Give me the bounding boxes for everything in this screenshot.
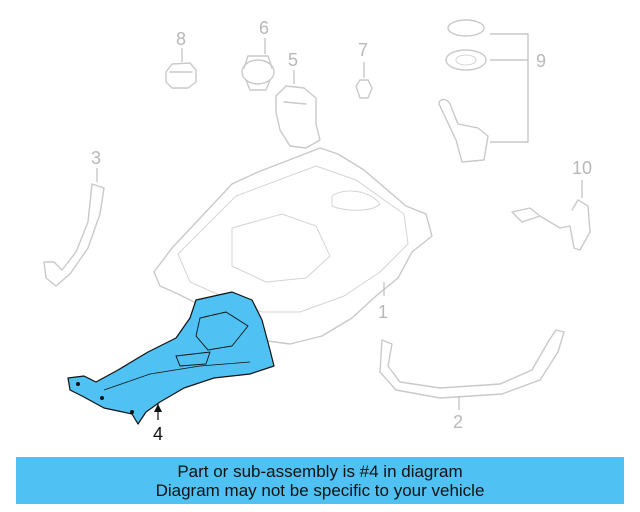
part-6-seal[interactable] [241,55,275,91]
callout-line-9 [490,33,529,143]
parts-diagram: 8 6 5 7 9 10 3 [43,18,592,444]
part-2-strap[interactable] [379,329,565,399]
part-5-filler-neck[interactable] [275,85,321,149]
callout-5: 5 [288,50,298,70]
callout-4: 4 [153,424,163,444]
callout-2: 2 [453,412,463,432]
part-3-bracket[interactable] [43,183,105,287]
callout-9: 9 [536,51,546,71]
info-banner: Part or sub-assembly is #4 in diagram Di… [16,457,624,504]
banner-line-2: Diagram may not be specific to your vehi… [155,480,485,500]
banner-line-1: Part or sub-assembly is #4 in diagram [177,461,463,481]
part-4-shield[interactable] [67,291,275,425]
part-10-sensor[interactable] [511,199,591,251]
callout-arrow-4 [154,404,162,412]
callout-1: 1 [378,302,388,322]
callout-7: 7 [358,40,368,60]
part-8-grommet[interactable] [165,62,197,89]
callout-8: 8 [176,29,186,49]
callout-3: 3 [91,148,101,168]
part-7-clip[interactable] [355,79,373,99]
callout-10: 10 [572,158,592,178]
part-4-shield-fill [67,291,275,425]
part-9-pump-assembly[interactable] [438,19,489,163]
callout-6: 6 [259,18,269,38]
